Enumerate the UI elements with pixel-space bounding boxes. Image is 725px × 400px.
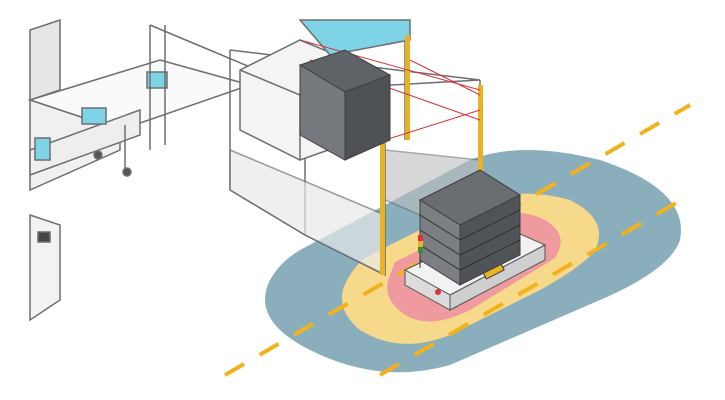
conveyor-line xyxy=(27,18,253,322)
conveyor-box xyxy=(146,71,168,89)
light-curtain-post xyxy=(478,85,483,200)
lane-line-upper xyxy=(223,103,692,377)
signal-tower-icon xyxy=(418,235,423,268)
light-curtain-post xyxy=(380,135,385,275)
pallet-stack-in-cell xyxy=(298,49,392,161)
lane-markings xyxy=(223,103,692,377)
conveyor-box xyxy=(34,137,51,161)
light-curtain-post xyxy=(405,35,410,140)
conveyor-box xyxy=(81,107,107,125)
pallet-stack-on-agv xyxy=(418,169,522,286)
lane-line-lower xyxy=(378,193,692,377)
agv-vehicle xyxy=(403,169,547,311)
